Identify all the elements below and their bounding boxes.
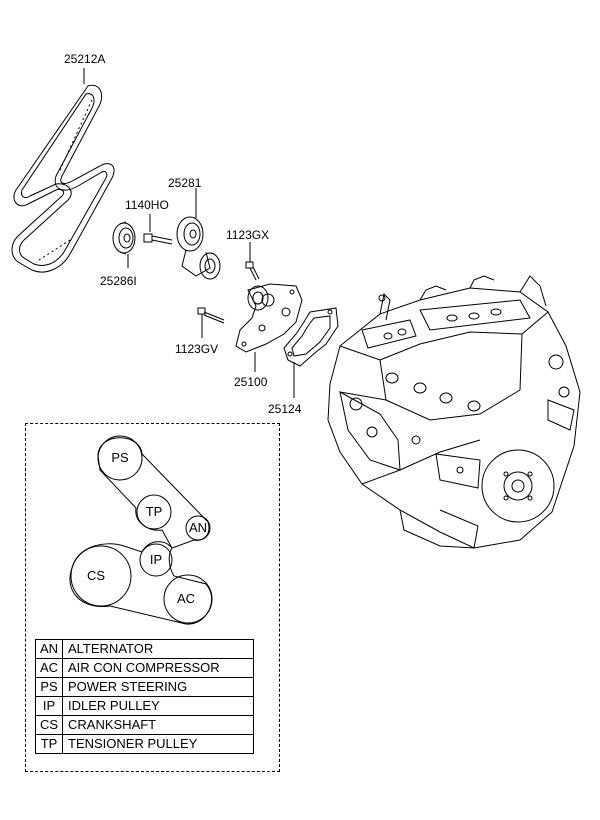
pulley-ip-circle: [139, 543, 173, 577]
pulley-ps-label: PS: [111, 450, 129, 465]
legend-description: CRANKSHAFT: [62, 715, 254, 735]
tensioner-drawing: [176, 216, 221, 280]
legend-row: IP IDLER PULLEY: [35, 696, 254, 716]
gasket-part-number: 25124: [268, 402, 302, 416]
belt-routing-legend-box: [25, 423, 280, 772]
gasket-drawing: [283, 307, 339, 367]
legend-code: PS: [35, 677, 63, 697]
legend-code: AN: [35, 639, 63, 659]
legend-description: POWER STEERING: [62, 677, 254, 697]
legend-code: CS: [35, 715, 63, 735]
belt-part-number: 25212A: [64, 52, 106, 66]
pulley-an-label: AN: [188, 520, 208, 535]
pulley-tp-circle: [136, 494, 172, 530]
legend-description: IDLER PULLEY: [62, 696, 254, 716]
pulley-legend-table: AN ALTERNATOR AC AIR CON COMPRESSOR PS P…: [35, 639, 254, 754]
idler-pulley-drawing: [112, 221, 136, 255]
belt-routing-diagram: [69, 435, 213, 625]
legend-description: ALTERNATOR: [62, 639, 254, 659]
pulley-cs-circle: [70, 545, 132, 607]
serpentine-belt-drawing: [11, 84, 115, 273]
water-pump-drawing: [235, 283, 303, 353]
legend-description: TENSIONER PULLEY: [62, 734, 254, 754]
legend-row: AN ALTERNATOR: [35, 639, 254, 659]
tensioner-part-number: 25281: [168, 176, 202, 190]
pulley-tp-label: TP: [145, 504, 163, 519]
bolt-1140ho-part-number: 1140HO: [125, 198, 169, 212]
engine-block-drawing: [327, 275, 581, 549]
legend-code: IP: [35, 696, 63, 716]
legend-row: AC AIR CON COMPRESSOR: [35, 658, 254, 678]
legend-row: PS POWER STEERING: [35, 677, 254, 697]
bolt-1123gx-part-number: 1123GX: [226, 228, 270, 242]
bolt-1123gv-part-number: 1123GV: [175, 342, 219, 356]
water-pump-part-number: 25100: [234, 375, 268, 389]
bolt-1123gx-drawing: [245, 261, 260, 281]
pulley-ac-label: AC: [176, 591, 196, 606]
legend-row: TP TENSIONER PULLEY: [35, 734, 254, 754]
bolt-1140ho-drawing: [143, 233, 173, 245]
pulley-ip-label: IP: [149, 552, 163, 567]
bolt-1123gv-drawing: [197, 307, 225, 324]
legend-description: AIR CON COMPRESSOR: [62, 658, 254, 678]
idler-pulley-part-number: 25286I: [100, 274, 137, 288]
legend-row: CS CRANKSHAFT: [35, 715, 254, 735]
pulley-cs-label: CS: [86, 568, 106, 583]
legend-code: AC: [35, 658, 63, 678]
legend-code: TP: [35, 734, 63, 754]
